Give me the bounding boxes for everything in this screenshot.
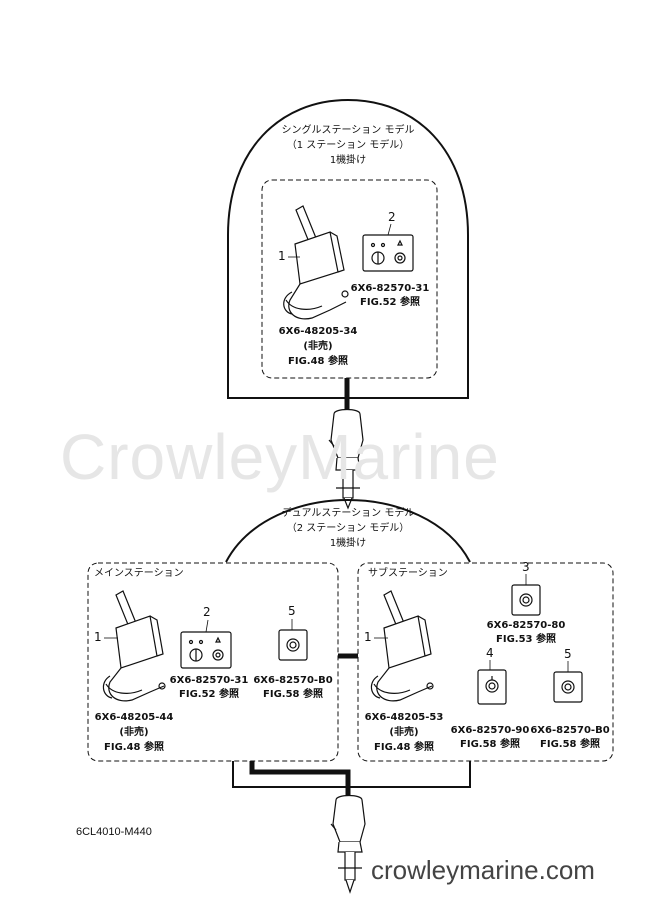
main-station-box <box>87 562 339 762</box>
main-part1-number: 1 <box>94 630 102 644</box>
single-title-line1: シングルステーション モデル <box>281 125 415 136</box>
dual-title-line2: （2 ステーション モデル） <box>286 523 410 534</box>
single-title-line2: （1 ステーション モデル） <box>286 140 410 151</box>
single-part1-fig: FIG.48 参照 <box>288 356 348 367</box>
sub-part4-number: 4 <box>486 646 494 660</box>
sub-part4-code: 6X6-82570-90 <box>450 725 530 736</box>
sub-part5-number: 5 <box>564 647 572 661</box>
sub-part3-number: 3 <box>522 560 530 574</box>
lower-cable-outline <box>232 761 471 788</box>
main-part5-code: 6X6-82570-B0 <box>253 675 333 686</box>
sub-part5-fig: FIG.58 参照 <box>540 739 600 750</box>
single-part1-number: 1 <box>278 249 286 263</box>
sub-part1-code: 6X6-48205-53 <box>364 712 444 723</box>
single-title-line3: 1機掛け <box>329 155 367 166</box>
sub-station-box <box>357 562 614 762</box>
dual-title-line3: 1機掛け <box>329 538 367 549</box>
single-switch-panel <box>362 234 414 272</box>
dual-title-line1: デュアルステーション モデル <box>281 508 415 519</box>
main-part2-fig: FIG.52 参照 <box>179 689 239 700</box>
single-part1-code: 6X6-48205-34 <box>278 326 358 337</box>
sub-button-panel-3 <box>511 584 541 616</box>
dual-station-outline <box>225 498 471 563</box>
sub-part1-number: 1 <box>364 630 372 644</box>
single-station-outline <box>227 98 469 399</box>
sub-remote-control <box>370 590 434 702</box>
main-part1-fig: FIG.48 参照 <box>104 742 164 753</box>
main-button-panel <box>278 629 308 661</box>
brand-text: crowleymarine.com <box>371 855 595 885</box>
outboard-engine-top <box>328 408 364 510</box>
lower-cable-thick <box>249 761 351 798</box>
main-part5-fig: FIG.58 参照 <box>263 689 323 700</box>
sub-switch-panel-4 <box>477 669 507 705</box>
drawing-code: 6CL4010-M440 <box>76 826 152 838</box>
main-part2-code: 6X6-82570-31 <box>169 675 249 686</box>
sub-part1-fig: FIG.48 参照 <box>374 742 434 753</box>
sub-part1-note: (非売) <box>389 727 419 738</box>
sub-part5-code: 6X6-82570-B0 <box>530 725 610 736</box>
main-part2-number: 2 <box>203 605 211 619</box>
sub-button-panel-5 <box>553 671 583 703</box>
single-part2-code: 6X6-82570-31 <box>350 283 430 294</box>
sub-part3-code: 6X6-82570-80 <box>486 620 566 631</box>
outboard-engine-bottom <box>330 794 366 894</box>
main-switch-panel <box>180 631 232 669</box>
single-remote-control <box>283 205 349 320</box>
sub-part4-fig: FIG.58 参照 <box>460 739 520 750</box>
main-remote-control <box>102 590 166 702</box>
single-part2-number: 2 <box>388 210 396 224</box>
sub-part3-fig: FIG.53 参照 <box>496 634 556 645</box>
main-station-label: メインステーション <box>94 568 184 579</box>
sub-station-label: サブステーション <box>368 568 448 579</box>
single-part2-fig: FIG.52 参照 <box>360 297 420 308</box>
single-part1-note: (非売) <box>303 341 333 352</box>
main-part1-note: (非売) <box>119 727 149 738</box>
single-station-box <box>261 179 438 379</box>
main-part5-number: 5 <box>288 604 296 618</box>
main-part1-code: 6X6-48205-44 <box>94 712 174 723</box>
watermark: CrowleyMarine <box>60 421 500 493</box>
